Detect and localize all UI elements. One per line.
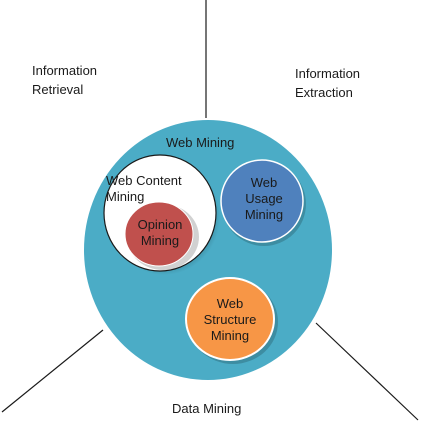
web-structure-mining-circle: [185, 277, 275, 361]
information-extraction-line-2: Extraction: [295, 85, 353, 100]
opinion-mining-label: Opinion Mining: [134, 217, 186, 249]
web-usage-mining-line-3: Mining: [244, 207, 284, 222]
web-usage-mining-label: Web Usage Mining: [236, 175, 292, 223]
web-structure-mining-line-3: Mining: [210, 328, 250, 343]
web-content-mining-line-2: Mining: [106, 189, 145, 204]
connector-line-right: [315, 322, 419, 421]
web-structure-mining-line-2: Structure: [203, 312, 257, 327]
opinion-mining-line-2: Mining: [140, 233, 180, 248]
web-structure-mining-line-1: Web: [216, 296, 244, 311]
data-mining-label: Data Mining: [172, 401, 242, 416]
connector-line-left: [1, 329, 104, 413]
opinion-mining-line-1: Opinion: [137, 217, 183, 232]
information-extraction-line-1: Information: [295, 66, 361, 81]
opinion-mining-circle: [124, 201, 194, 267]
web-structure-mining-label: Web Structure Mining: [200, 296, 260, 344]
web-usage-mining-line-1: Web: [250, 175, 278, 190]
web-mining-label: Web Mining: [166, 135, 235, 150]
information-retrieval-line-2: Retrieval: [32, 82, 84, 97]
web-usage-mining-circle: [220, 159, 304, 243]
information-retrieval-label: Information Retrieval: [32, 61, 97, 99]
web-content-mining-line-1: Web Content: [106, 173, 182, 188]
information-extraction-label: Information Extraction: [295, 64, 360, 102]
information-retrieval-line-1: Information: [32, 63, 98, 78]
web-usage-mining-line-2: Usage: [245, 191, 283, 206]
web-content-mining-label: Web Content Mining: [106, 173, 182, 205]
